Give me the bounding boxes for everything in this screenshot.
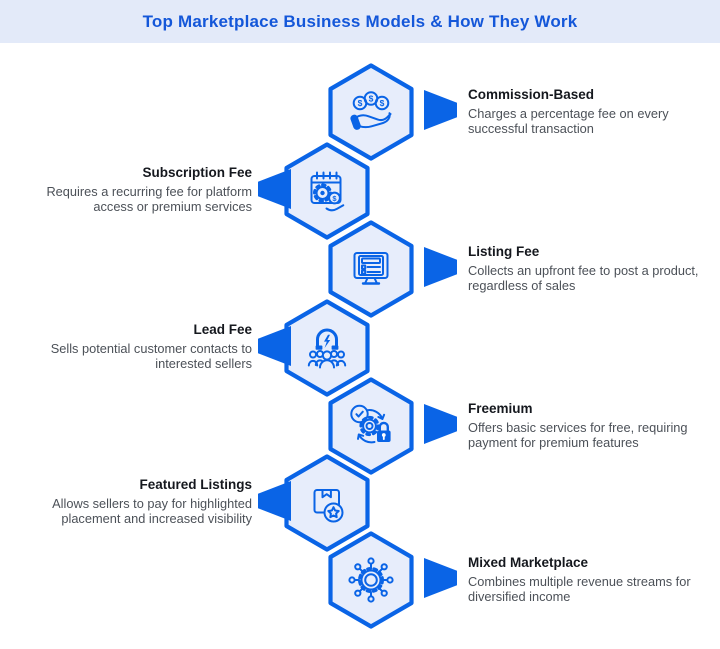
magnet-leads-icon	[307, 328, 347, 369]
hexagon-outline	[284, 299, 370, 397]
hexagon-lead-fee	[284, 299, 370, 397]
hexagon-subscription-fee: $	[284, 142, 370, 240]
hexagon-listing-fee	[328, 220, 414, 318]
monitor-listing-icon	[353, 252, 389, 285]
hexagon-outline	[328, 220, 414, 318]
item-freemium: Freemium Offers basic services for free,…	[468, 401, 718, 451]
package-star-icon	[313, 489, 344, 523]
item-description: Charges a percentage fee on every succes…	[468, 106, 669, 137]
item-description: Sells potential customer contacts to int…	[50, 341, 252, 372]
item-description: Allows sellers to pay for highlighted pl…	[52, 496, 252, 527]
hexagon-freemium	[328, 377, 414, 475]
item-description: Collects an upfront fee to post a produc…	[468, 263, 699, 294]
connector-arrow-left	[258, 326, 291, 366]
connector-arrow-left	[258, 481, 291, 521]
network-hub-icon	[348, 557, 394, 603]
hexagon-mixed-marketplace	[328, 531, 414, 629]
svg-text:$: $	[369, 94, 374, 104]
svg-text:$: $	[380, 98, 385, 108]
connector-arrow-right	[424, 247, 457, 287]
hexagon-featured-listings	[284, 454, 370, 552]
svg-text:$: $	[332, 194, 337, 203]
item-listing-fee: Listing Fee Collects an upfront fee to p…	[468, 244, 718, 294]
item-title: Commission-Based	[468, 87, 595, 102]
item-commission-based: Commission-Based Charges a percentage fe…	[468, 87, 718, 137]
item-title: Freemium	[468, 401, 533, 416]
hexagon-outline	[328, 63, 414, 161]
hand-coins-icon: $ $ $	[350, 91, 392, 130]
connector-arrow-right	[424, 558, 457, 598]
item-mixed-marketplace: Mixed Marketplace Combines multiple reve…	[468, 555, 718, 605]
hexagon-outline	[284, 142, 370, 240]
hexagon-outline	[328, 531, 414, 629]
connector-arrow-right	[424, 90, 457, 130]
item-title: Featured Listings	[139, 477, 252, 492]
item-description: Requires a recurring fee for platform ac…	[46, 184, 252, 215]
item-lead-fee: Lead Fee Sells potential customer contac…	[6, 322, 252, 372]
item-description: Offers basic services for free, requirin…	[468, 420, 688, 451]
item-description: Combines multiple revenue streams for di…	[468, 574, 691, 605]
connector-arrow-left	[258, 169, 291, 209]
svg-text:$: $	[358, 98, 363, 108]
hexagon-outline	[328, 377, 414, 475]
connector-arrow-right	[424, 404, 457, 444]
page-title: Top Marketplace Business Models & How Th…	[142, 11, 578, 31]
item-title: Lead Fee	[193, 322, 252, 337]
hexagon-commission-based: $ $ $	[328, 63, 414, 161]
item-featured-listings: Featured Listings Allows sellers to pay …	[6, 477, 252, 527]
item-title: Listing Fee	[468, 244, 540, 259]
item-subscription-fee: Subscription Fee Requires a recurring fe…	[6, 165, 252, 215]
item-title: Subscription Fee	[142, 165, 252, 180]
item-title: Mixed Marketplace	[468, 555, 589, 570]
gear-lock-check-icon	[350, 404, 391, 444]
header-bar: Top Marketplace Business Models & How Th…	[0, 0, 720, 43]
calendar-gear-icon: $	[310, 171, 345, 212]
hexagon-outline	[284, 454, 370, 552]
